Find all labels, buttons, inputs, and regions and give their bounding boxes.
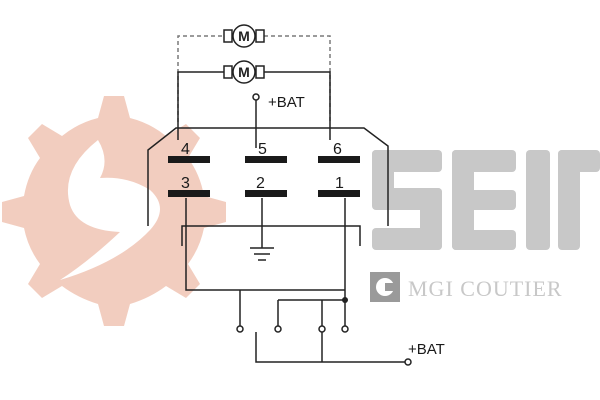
contact-6 [318,156,360,163]
terminal-label-4: 4 [181,141,190,158]
motor-2-label: M [238,28,250,44]
connector-pin-d [341,325,349,333]
motor-1-label: M [238,64,250,80]
ground-icon [250,247,274,261]
contact-5 [245,156,287,163]
company-name: MGI COUTIER [408,276,563,301]
output-lines [239,290,346,326]
switch-housing [147,127,389,226]
terminal-label-1: 1 [335,175,344,192]
bat-top-label: +BAT [268,94,305,111]
watermark-logo: MGI COUTIER [2,96,600,326]
term1-wire [322,198,346,301]
contact-1 [318,190,360,197]
connector-pin-a [236,325,244,333]
motor-1-symbol: M [223,60,265,84]
contact-4 [168,156,210,163]
terminal-label-6: 6 [333,141,342,158]
wires [147,35,406,363]
connector-pins [236,325,349,333]
connector-pin-c [318,325,326,333]
bat-bottom-label: +BAT [408,341,445,358]
motor-2-symbol: M [223,24,265,48]
contacts [168,156,360,197]
bat-top-terminal [252,93,260,101]
mgi-logo-icon [370,272,400,302]
contact-3 [168,190,210,197]
terminal-label-3: 3 [181,175,190,192]
internal-bus [185,198,345,291]
terminal-label-5: 5 [258,141,267,158]
motor-2-wire [177,35,331,122]
terminal-label-2: 2 [256,175,265,192]
junction-dot [342,297,348,303]
logo-letters [372,150,600,250]
contact-2 [245,190,287,197]
bat-bottom-wire [255,332,406,363]
connector-pin-b [274,325,282,333]
motor-1-wire [177,71,331,140]
ground-bus [181,225,361,246]
logo-swoosh-icon [60,140,160,280]
bat-bottom-terminal [404,358,412,366]
